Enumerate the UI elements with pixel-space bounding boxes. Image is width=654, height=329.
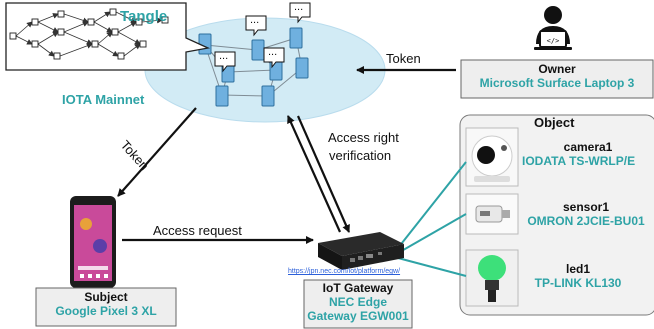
subject-label: Subject Google Pixel 3 XL — [36, 290, 176, 319]
owner-label: Owner Microsoft Surface Laptop 3 — [461, 62, 653, 91]
sensor-model: OMRON 2JCIE-BU01 — [527, 213, 645, 228]
access-request-label: Access request — [153, 223, 242, 238]
bubble-dots-1: ... — [250, 14, 260, 26]
gateway-device-line2: Gateway EGW001 — [307, 308, 409, 323]
verification-label-2: verification — [329, 148, 392, 163]
verification-arrow-down — [296, 115, 351, 233]
owner-device: Microsoft Surface Laptop 3 — [479, 75, 635, 90]
sensor-label: sensor1 OMRON 2JCIE-BU01 — [518, 200, 654, 229]
network-label: IOTA Mainnet — [62, 92, 145, 107]
owner-title: Owner — [538, 62, 576, 76]
camera-model: IODATA TS-WRLP/E — [522, 153, 636, 168]
subject-device: Google Pixel 3 XL — [55, 303, 157, 318]
led-bulb-image — [465, 249, 519, 307]
bubble-dots-4: ... — [268, 46, 278, 58]
subject-token-arrow — [117, 107, 197, 197]
tangle-transactions — [9, 8, 169, 60]
server-nodes — [198, 27, 309, 107]
bubble-dots-3: ... — [219, 50, 229, 62]
owner-icon — [534, 6, 572, 50]
sensor-name: sensor1 — [562, 200, 610, 214]
gateway-device-image — [318, 232, 404, 270]
gateway-device-line1: NEC Edge — [328, 294, 387, 309]
subject-box — [35, 287, 177, 327]
gateway-url-link[interactable]: https://jpn.nec.com/iot/platform/egw/ — [288, 268, 401, 275]
gateway-box — [303, 279, 413, 329]
tangle-graph — [15, 11, 163, 57]
gateway-label: IoT Gateway NEC Edge Gateway EGW001 — [304, 281, 412, 323]
verification-arrow-up — [286, 115, 342, 233]
camera-label: camera1 IODATA TS-WRLP/E — [522, 141, 654, 169]
svg-text:</>: </> — [547, 37, 560, 45]
device-connections — [397, 161, 467, 277]
smartphone-image — [70, 196, 116, 288]
owner-token-label: Token — [386, 51, 421, 66]
gateway-title: IoT Gateway — [322, 281, 394, 295]
led-label: led1 TP-LINK KL130 — [518, 262, 638, 291]
led-model: TP-LINK KL130 — [534, 275, 622, 290]
object-title: Object — [534, 115, 575, 130]
bubble-dots-2: ... — [294, 1, 304, 13]
subject-title: Subject — [84, 290, 128, 304]
led-name: led1 — [565, 262, 590, 276]
camera-image — [465, 127, 519, 187]
verification-label-1: Access right — [328, 130, 399, 145]
sensor-image — [465, 193, 519, 235]
tangle-label: Tangle — [120, 8, 168, 25]
owner-box — [460, 59, 654, 99]
message-bubbles — [214, 2, 311, 73]
camera-name: camera1 — [563, 141, 613, 154]
